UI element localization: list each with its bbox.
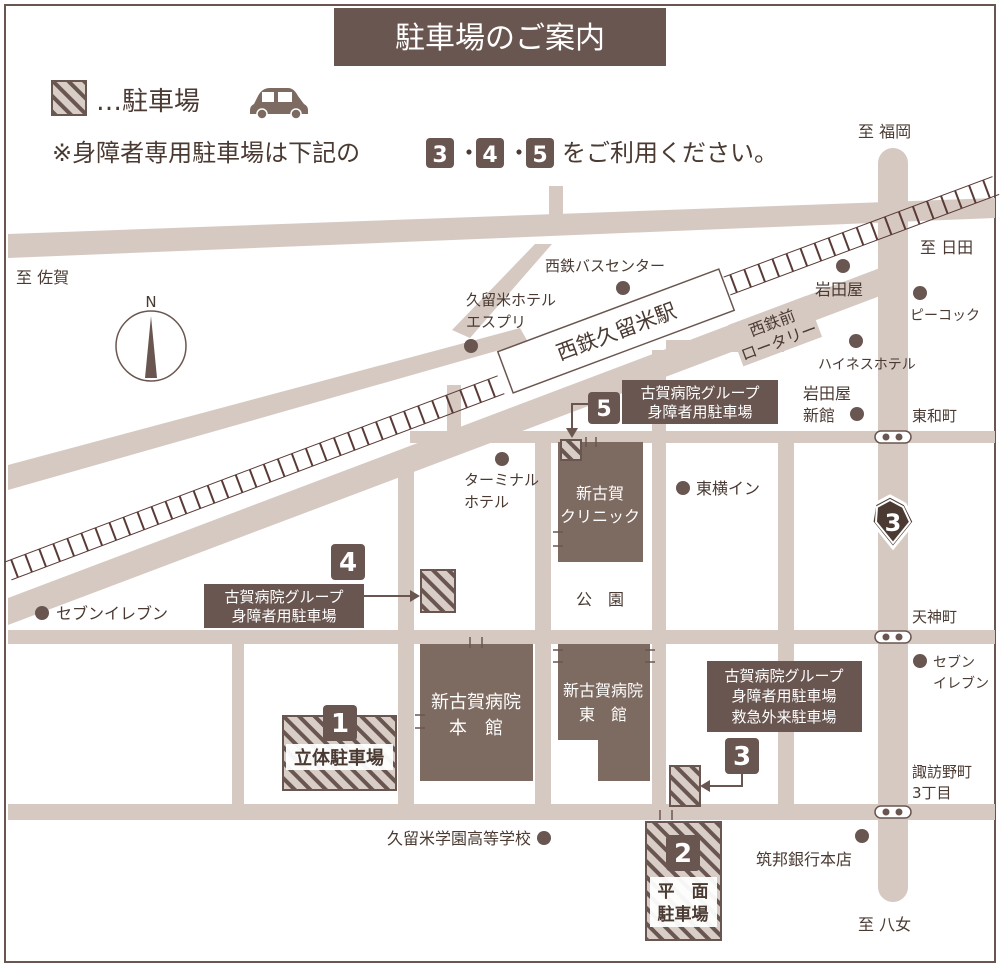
- parking-3-number: 3: [733, 742, 751, 772]
- traffic-signals: [874, 430, 912, 819]
- bank-label: 筑邦銀行本店: [756, 850, 852, 869]
- legend-note-prefix: ※身障者専用駐車場は下記の: [52, 139, 360, 167]
- parking-1-number: 1: [331, 709, 349, 739]
- school-label: 久留米学園高等学校: [387, 829, 531, 848]
- route-number: 3: [885, 509, 902, 537]
- east-label-2: 東 館: [579, 705, 627, 724]
- parking-2-number: 2: [674, 839, 692, 869]
- parking-3-line2: 身障者用駐車場: [731, 687, 836, 705]
- legend-note-number-4: 4: [482, 143, 497, 168]
- parking-3-area[interactable]: [669, 765, 701, 807]
- toyoko-inn-label: 東横イン: [696, 479, 760, 498]
- terminal-hotel-label-1: ターミナル: [464, 471, 539, 489]
- parking-2-label-1: 平 面: [658, 882, 709, 902]
- title-banner: [334, 8, 666, 66]
- parking-3-line1: 古賀病院グループ: [724, 667, 843, 685]
- parking-4-line2: 身障者用駐車場: [231, 607, 336, 625]
- parking-5-area[interactable]: [560, 439, 582, 461]
- clinic-label-1: 新古賀: [576, 484, 624, 503]
- place-labels: 東和町 天神町 諏訪野町 3丁目 至 福岡 至 日田 至 佐賀 至 八女: [16, 122, 973, 934]
- parking-5-number: 5: [596, 397, 611, 422]
- parking-4-area[interactable]: [420, 569, 456, 613]
- parking-5-line2: 身障者用駐車場: [647, 403, 752, 421]
- railway: [4, 176, 1000, 581]
- legend-note-number-5: 5: [532, 143, 547, 168]
- parking-4-number: 4: [339, 548, 357, 578]
- iwataya-new-label-1: 岩田屋: [803, 384, 851, 403]
- dir-saga: 至 佐賀: [16, 268, 69, 287]
- entrance-marks: [415, 437, 673, 820]
- dir-hita: 至 日田: [920, 238, 973, 257]
- parking-1-label: 立体駐車場: [294, 747, 384, 769]
- landmark-dots: [35, 259, 927, 845]
- compass-label: N: [145, 293, 156, 311]
- east-label-1: 新古賀病院: [563, 681, 643, 700]
- clinic-label-2: クリニック: [560, 507, 640, 526]
- heinz-hotel-label: ハイネスホテル: [818, 357, 916, 373]
- route-3-shield-icon: 3: [870, 494, 916, 551]
- seven-east-label-1: セブン: [933, 654, 975, 671]
- main-label-1: 新古賀病院: [431, 692, 521, 713]
- towa-label: 東和町: [912, 407, 957, 425]
- suwano-label-1: 諏訪野町: [912, 763, 972, 781]
- parking-3-line3: 救急外来駐車場: [731, 708, 836, 726]
- iwataya-new-label-2: 新館: [803, 406, 835, 425]
- legend-parking-swatch: [51, 80, 87, 116]
- compass-icon: N: [115, 293, 187, 382]
- landmark-labels: 西鉄バスセンター 久留米ホテル エスプリ 岩田屋 ピーコック ハイネスホテル 岩…: [56, 257, 989, 869]
- suwano-label-2: 3丁目: [912, 784, 952, 802]
- parking-2-badge[interactable]: 2 平 面 駐車場: [650, 835, 717, 927]
- dir-yame: 至 八女: [858, 915, 911, 934]
- park-label: 公 園: [576, 590, 624, 609]
- seven-west-label: セブンイレブン: [56, 604, 168, 623]
- legend-note-suffix: をご利用ください。: [562, 139, 778, 167]
- tenjin-label: 天神町: [912, 608, 957, 626]
- iwataya-label: 岩田屋: [815, 280, 863, 299]
- parking-4-line1: 古賀病院グループ: [224, 588, 343, 606]
- terminal-hotel-label-2: ホテル: [464, 493, 509, 511]
- east-building[interactable]: [558, 644, 650, 781]
- dir-fukuoka: 至 福岡: [858, 122, 911, 141]
- page-title: 駐車場のご案内: [395, 21, 605, 56]
- parking-3-callout[interactable]: 古賀病院グループ 身障者用駐車場 救急外来駐車場 3: [700, 661, 862, 792]
- main-label-2: 本 館: [449, 718, 503, 739]
- legend-parking-label: …駐車場: [96, 87, 200, 117]
- hotel-esprit-label-1: 久留米ホテル: [466, 291, 556, 309]
- parking-4-callout[interactable]: 4 古賀病院グループ 身障者用駐車場: [204, 544, 420, 628]
- peacock-label: ピーコック: [910, 308, 980, 324]
- seven-east-label-2: イレブン: [933, 675, 989, 692]
- clinic-building[interactable]: [558, 442, 643, 562]
- hotel-esprit-label-2: エスプリ: [466, 313, 526, 331]
- bus-center-label: 西鉄バスセンター: [545, 257, 665, 275]
- buildings: [420, 442, 650, 781]
- parking-5-callout[interactable]: 5 古賀病院グループ 身障者用駐車場: [566, 380, 778, 438]
- legend-note-number-3: 3: [432, 143, 447, 168]
- car-icon: [250, 88, 308, 120]
- parking-1-badge[interactable]: 1 立体駐車場: [286, 705, 393, 770]
- parking-5-line1: 古賀病院グループ: [640, 384, 759, 402]
- main-building[interactable]: [420, 644, 533, 781]
- legend: …駐車場 ※身障者専用駐車場は下記の 3 ・ 4 ・ 5 をご利用ください。: [51, 80, 778, 168]
- parking-2-label-2: 駐車場: [658, 904, 709, 925]
